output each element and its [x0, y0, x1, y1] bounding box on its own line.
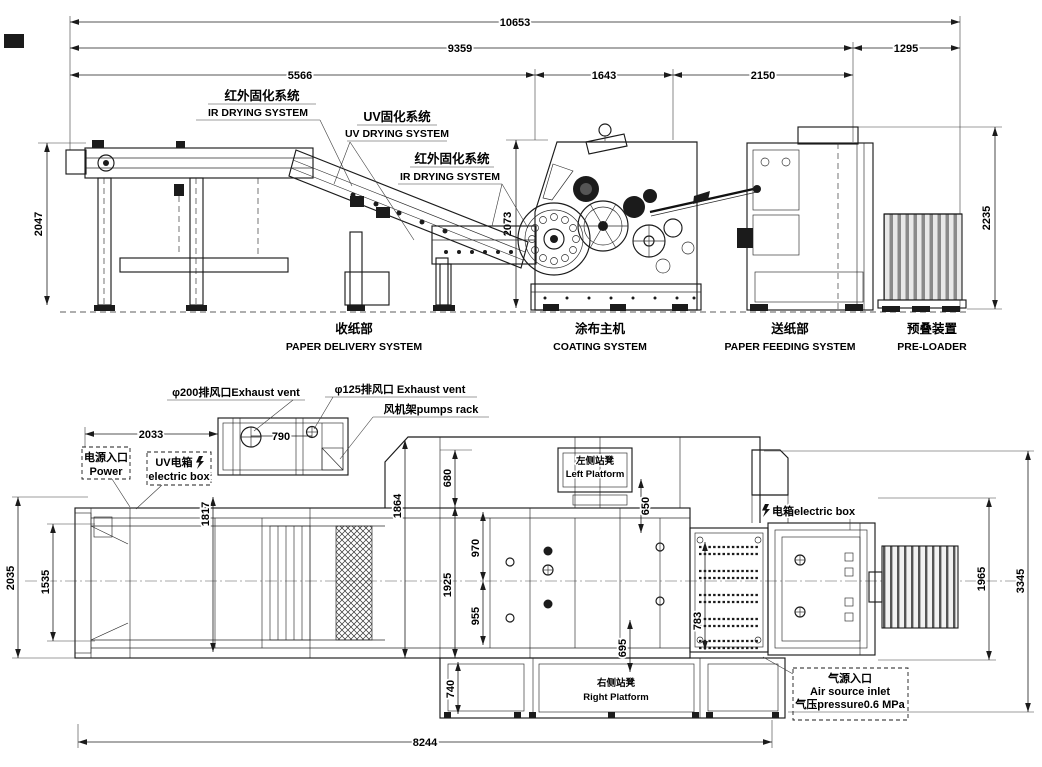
left-platform-label-en: Left Platform — [566, 469, 625, 480]
feeding-title-en: PAPER FEEDING SYSTEM — [724, 341, 855, 353]
right-platform: 右侧站凳 Right Platform — [538, 663, 695, 713]
ir2-label-zh: 红外固化系统 — [414, 151, 490, 166]
plan-dimensions: 2035 1535 1817 1864 680 1925 970 955 650… — [3, 439, 1034, 751]
delivery-title-en: PAPER DELIVERY SYSTEM — [286, 341, 423, 353]
dim-3345: 3345 — [1015, 569, 1027, 593]
paper-feeder-elevation — [737, 126, 874, 311]
elevation-dimensions: 10653 9359 1295 5566 1643 2150 2047 2073 — [31, 15, 1002, 311]
ir1-label-zh: 红外固化系统 — [224, 88, 300, 103]
dim-stack-height: 2235 — [981, 206, 993, 230]
right-platform-label-en: Right Platform — [583, 692, 648, 703]
dim-body-length: 9359 — [448, 43, 472, 55]
dim-overall-length: 10653 — [500, 17, 531, 29]
dim-coating-height: 2073 — [502, 212, 514, 236]
air-source-inlet: 气源入口 Air source inlet 气压pressure0.6 MPa — [762, 656, 909, 721]
air-inlet-label-en: Air source inlet — [810, 686, 890, 698]
dim-680: 680 — [442, 469, 454, 487]
air-pressure-label: 气压pressure0.6 MPa — [794, 697, 905, 711]
electric-box-label: 电箱electric box — [772, 504, 856, 518]
dim-feeding-length: 2150 — [751, 70, 775, 82]
uv-box-label-en: electric box — [148, 471, 210, 483]
ir1-label-en: IR DRYING SYSTEM — [208, 107, 308, 119]
dim-1925: 1925 — [442, 573, 454, 597]
pumps-rack-box — [321, 447, 344, 471]
plan-machine-body: 左侧站凳 Left Platform — [74, 436, 789, 659]
exhaust200-label: φ200排风口Exhaust vent — [172, 385, 300, 399]
left-platform: 左侧站凳 Left Platform — [557, 447, 633, 506]
power-inlet-box: 电源入口 Power — [81, 446, 131, 508]
ir2-label-en: IR DRYING SYSTEM — [400, 171, 500, 183]
left-platform-label-zh: 左侧站凳 — [575, 455, 615, 467]
dim-preloader-length: 1295 — [894, 43, 918, 55]
coating-machine-elevation — [517, 123, 702, 311]
dim-delivery-length: 5566 — [288, 70, 312, 82]
feed-roller-area — [689, 527, 769, 653]
uv-label-en: UV DRYING SYSTEM — [345, 128, 449, 140]
exhaust-assembly: 790 2033 φ200排风口Exhaust vent φ125排风口 Exh… — [84, 381, 489, 476]
dim-1535: 1535 — [40, 570, 52, 594]
paper-delivery-elevation — [65, 140, 314, 311]
plan-view: 790 2033 φ200排风口Exhaust vent φ125排风口 Exh… — [3, 381, 1034, 751]
feeder-arm — [649, 185, 761, 217]
dim-695: 695 — [617, 639, 629, 657]
dim-1965: 1965 — [976, 567, 988, 591]
motor-block — [881, 545, 959, 629]
dim-8244: 8244 — [413, 737, 438, 749]
power-label-en: Power — [89, 466, 123, 478]
elevation-callouts: 红外固化系统 IR DRYING SYSTEM UV固化系统 UV DRYING… — [196, 87, 529, 241]
dim-vent-spacing: 790 — [272, 431, 290, 443]
ir-dryer-elevation — [431, 225, 537, 311]
dim-1817: 1817 — [200, 502, 212, 526]
coating-title-en: COATING SYSTEM — [553, 341, 647, 353]
dim-740: 740 — [445, 680, 457, 698]
air-inlet-label-zh: 气源入口 — [827, 671, 872, 685]
preloader-title-en: PRE-LOADER — [897, 341, 967, 353]
scan-artifact — [4, 34, 24, 48]
lightning-icon — [762, 504, 770, 517]
coating-title-zh: 涂布主机 — [575, 321, 626, 336]
dim-783: 783 — [692, 612, 704, 630]
hatched-belt-band — [335, 525, 373, 641]
uv-box-label-zh: UV电箱 — [155, 455, 192, 469]
lightning-icon — [196, 456, 204, 469]
dim-970: 970 — [470, 539, 482, 557]
dim-delivery-height: 2047 — [33, 212, 45, 236]
uv-label-zh: UV固化系统 — [363, 109, 431, 124]
dim-power-to-vent: 2033 — [139, 429, 163, 441]
exhaust125-label: φ125排风口 Exhaust vent — [335, 382, 466, 396]
power-label-zh: 电源入口 — [84, 450, 128, 464]
pumps-rack-label: 风机架pumps rack — [384, 402, 480, 416]
preloader-elevation — [877, 213, 967, 312]
bottom-platform-row: 右侧站凳 Right Platform — [439, 657, 786, 719]
dim-coating-length: 1643 — [592, 70, 616, 82]
dim-1864: 1864 — [392, 493, 404, 518]
plan-feeder-body: 电箱electric box — [762, 503, 959, 656]
dim-650: 650 — [640, 497, 652, 515]
feeding-title-zh: 送纸部 — [770, 321, 809, 336]
dim-2035: 2035 — [5, 566, 17, 590]
section-titles: 收纸部 PAPER DELIVERY SYSTEM 涂布主机 COATING S… — [284, 320, 968, 355]
side-elevation-view: 10653 9359 1295 5566 1643 2150 2047 2073 — [4, 15, 1002, 355]
delivery-title-zh: 收纸部 — [335, 321, 373, 336]
dim-955: 955 — [470, 607, 482, 625]
right-platform-label-zh: 右侧站凳 — [596, 677, 636, 689]
uv-electric-box: UV电箱 electric box — [135, 451, 212, 510]
preloader-title-zh: 预叠装置 — [907, 321, 958, 336]
